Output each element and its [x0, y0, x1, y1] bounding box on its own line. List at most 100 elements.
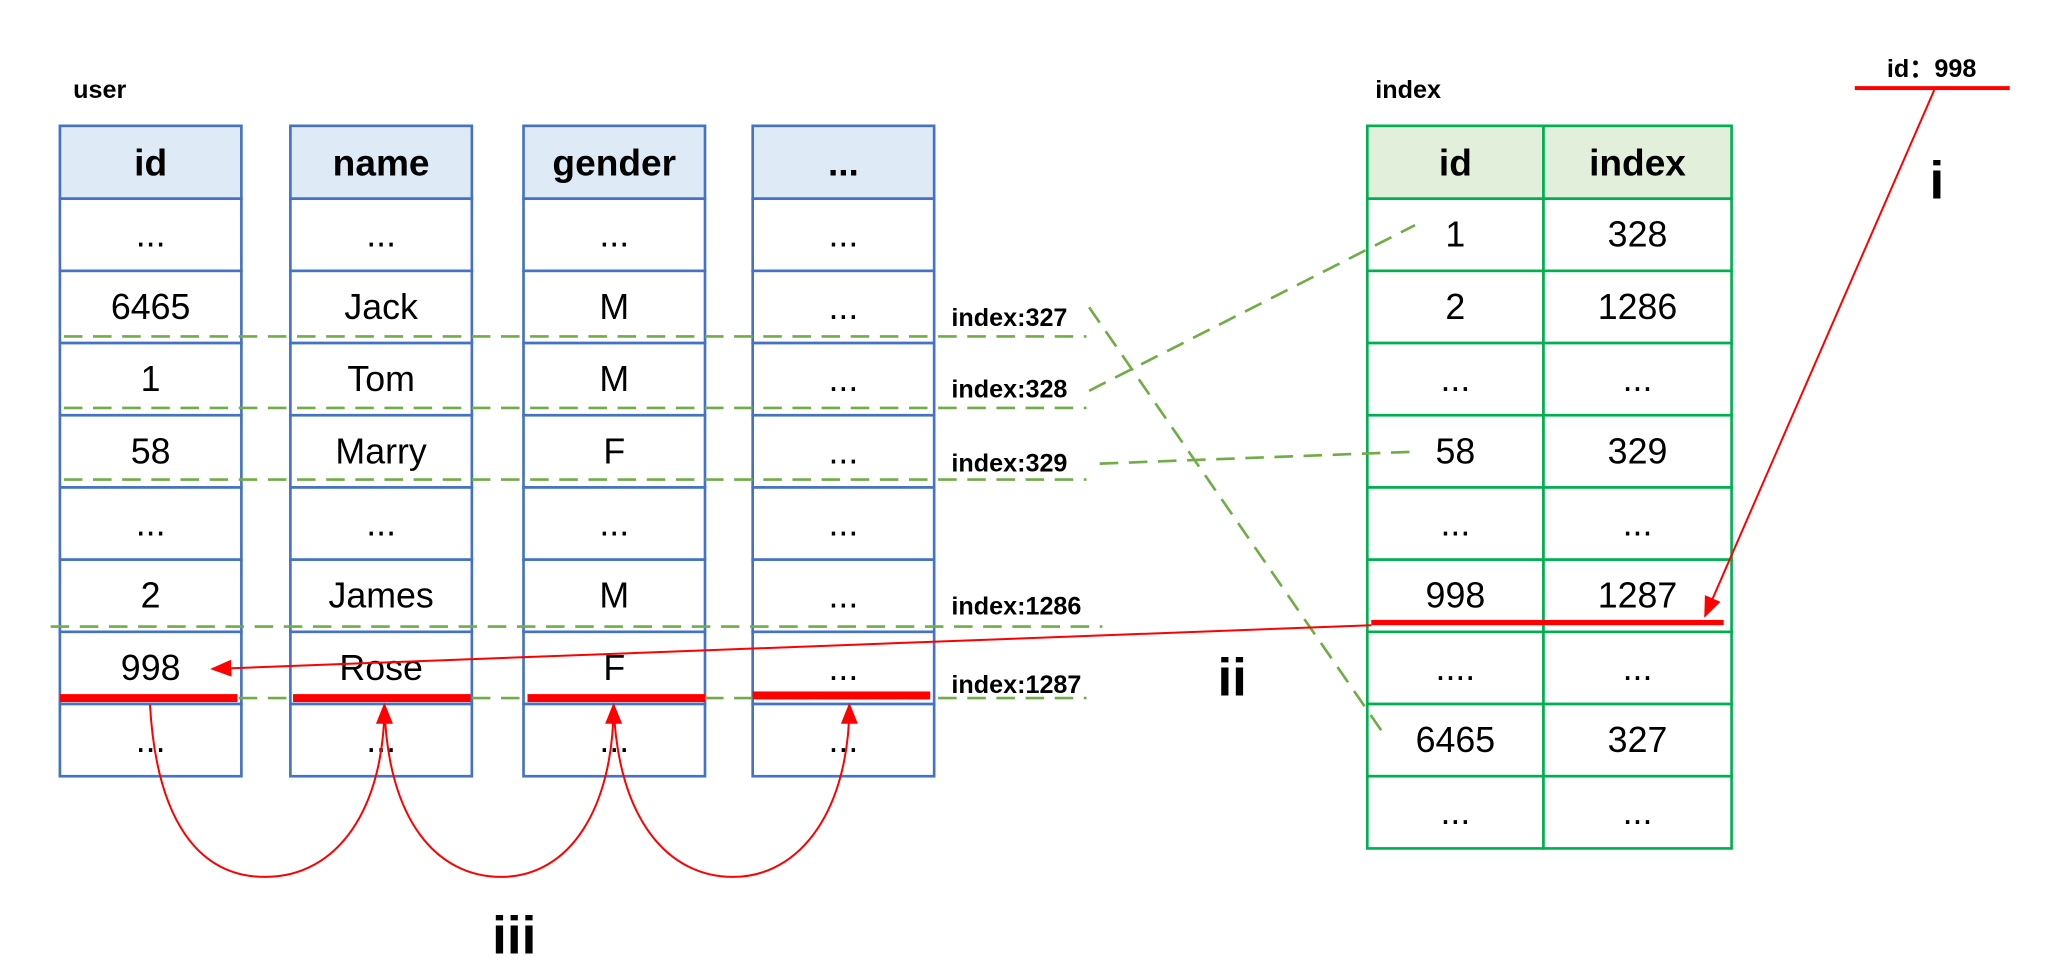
cell-value: ...	[1440, 359, 1470, 399]
cell-value: F	[603, 648, 625, 688]
cell-value: Rose	[339, 648, 422, 688]
table-cell	[1365, 341, 1545, 417]
cell-value: ...	[136, 503, 166, 543]
index-label: index:1287	[951, 671, 1081, 699]
cell-value: 58	[131, 431, 171, 471]
table-cell	[289, 269, 474, 345]
index-table-label: index	[1375, 76, 1441, 104]
index-row-highlight	[1371, 619, 1724, 626]
column-header-cell	[522, 124, 707, 201]
table-cell	[751, 197, 936, 273]
table-cell	[289, 558, 474, 634]
index-label: index:328	[951, 375, 1067, 403]
cell-value: M	[599, 287, 629, 327]
column-header-cell	[1365, 124, 1545, 201]
row-pointer-lines	[50, 224, 1416, 736]
table-cell	[751, 486, 936, 561]
cell-value: Marry	[335, 431, 426, 471]
table-cell	[1365, 269, 1545, 345]
cell-value: ...	[1440, 792, 1470, 832]
arrow-step-ii	[210, 624, 1372, 677]
column-header: name	[333, 142, 430, 184]
cell-value: 329	[1608, 431, 1668, 471]
table-cell	[1542, 341, 1733, 417]
lookup-arrows	[148, 89, 1936, 878]
highlight-bar-id	[59, 694, 238, 703]
index-label: index:1286	[951, 593, 1081, 621]
table-cell	[1365, 630, 1545, 706]
table-cell	[1542, 630, 1733, 706]
table-cell	[522, 486, 707, 561]
cell-value: ...	[1440, 503, 1470, 543]
step-iii-label: iii	[492, 907, 536, 963]
cell-value: M	[599, 359, 629, 399]
user-column-0: id...6465158...2998...	[58, 124, 243, 778]
highlight-bar-more	[752, 691, 931, 700]
arrow-step-iii-3	[612, 702, 858, 878]
cell-value: 998	[1426, 576, 1486, 616]
user-table: id...6465158...2998...name...JackTomMarr…	[58, 124, 936, 778]
column-header-cell	[751, 124, 936, 201]
cell-value: ...	[1623, 648, 1653, 688]
table-cell	[1542, 702, 1733, 778]
column-header-cell	[58, 124, 243, 201]
table-cell	[522, 269, 707, 345]
step-ii-label: ii	[1217, 648, 1246, 707]
table-row: 2 1286	[1365, 269, 1733, 345]
cell-value: ...	[599, 503, 629, 543]
column-header: id	[134, 142, 167, 184]
cell-value: ...	[366, 215, 396, 255]
table-cell	[1542, 413, 1733, 489]
cell-value: ...	[1623, 359, 1653, 399]
cell-value: 998	[121, 648, 181, 688]
table-cell	[751, 558, 936, 634]
index-label: index:329	[951, 450, 1067, 478]
table-cell	[522, 413, 707, 489]
query-condition: id：998	[1887, 55, 1976, 83]
table-cell	[1365, 486, 1545, 561]
column-header: gender	[552, 142, 676, 184]
link-328-to-1	[1088, 224, 1416, 392]
cell-value: 1	[1445, 215, 1465, 255]
step-i-label: i	[1930, 152, 1945, 211]
cell-value: ...	[599, 215, 629, 255]
cell-value: ...	[829, 576, 859, 616]
table-cell	[289, 413, 474, 489]
cell-value: F	[603, 431, 625, 471]
table-cell	[1365, 702, 1545, 778]
cell-value: ...	[829, 215, 859, 255]
cell-value: Tom	[347, 359, 415, 399]
cell-value: ...	[829, 720, 859, 760]
cell-value: 6465	[111, 287, 191, 327]
cell-value: 1	[141, 359, 161, 399]
arrow-step-iii-2	[383, 702, 623, 878]
table-cell	[58, 341, 243, 417]
cell-value: 2	[141, 576, 161, 616]
table-cell	[58, 486, 243, 561]
cell-value: ...	[1623, 503, 1653, 543]
table-cell	[522, 341, 707, 417]
highlight-bar-gender	[527, 694, 705, 703]
user-column-3: ...........................	[751, 124, 936, 778]
table-cell	[1542, 269, 1733, 345]
table-cell	[58, 197, 243, 273]
column-header: id	[1439, 142, 1472, 184]
highlight-bars	[59, 86, 2010, 703]
column-header: index	[1589, 142, 1686, 184]
cell-value: ...	[829, 359, 859, 399]
user-column-1: name...JackTomMarry...JamesRose...	[289, 124, 474, 778]
table-cell	[522, 630, 707, 706]
table-cell	[58, 702, 243, 778]
cell-value: 6465	[1416, 720, 1496, 760]
index-label: index:327	[951, 304, 1067, 332]
cell-value: M	[599, 576, 629, 616]
table-row: ......	[1365, 774, 1733, 850]
cell-value: 2	[1445, 287, 1465, 327]
cell-value: 1286	[1598, 287, 1678, 327]
highlight-bar-name	[293, 694, 471, 703]
